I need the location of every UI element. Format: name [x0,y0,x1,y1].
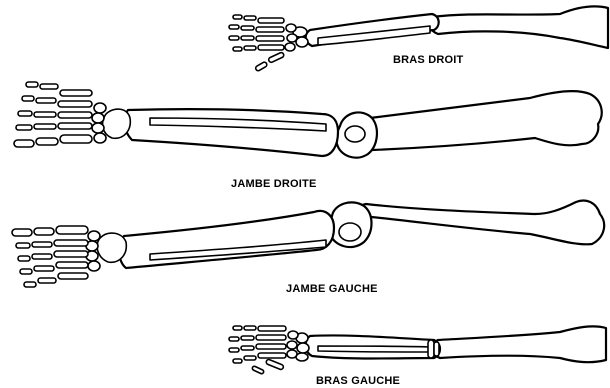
right-leg-tibia [125,109,338,156]
label-bras-gauche: BRAS GAUCHE [316,375,400,387]
left-arm-drawing [229,326,606,374]
left-leg-toes [12,226,88,287]
right-leg-knee-cap [345,126,365,142]
right-leg-tarsals [92,103,130,143]
right-leg-toes [14,82,92,147]
left-leg-femur [357,201,604,245]
left-leg-knee-cap [339,223,361,241]
left-arm-carpals [287,331,309,361]
left-arm-ulna [318,346,430,352]
right-arm-humerus [430,6,608,48]
left-arm-humerus [432,326,606,362]
right-arm-carpals [285,24,308,51]
left-leg-tarsals [86,231,126,271]
right-leg-drawing [14,82,602,158]
left-arm-fingers [229,326,286,374]
label-jambe-gauche: JAMBE GAUCHE [286,283,378,295]
left-leg-drawing [12,201,604,288]
right-arm-fingers [229,15,285,72]
label-bras-droit: BRAS DROIT [393,54,463,66]
label-jambe-droite: JAMBE DROITE [231,178,317,190]
left-arm-wrist-joint [428,340,439,358]
right-leg-femur [363,91,602,150]
